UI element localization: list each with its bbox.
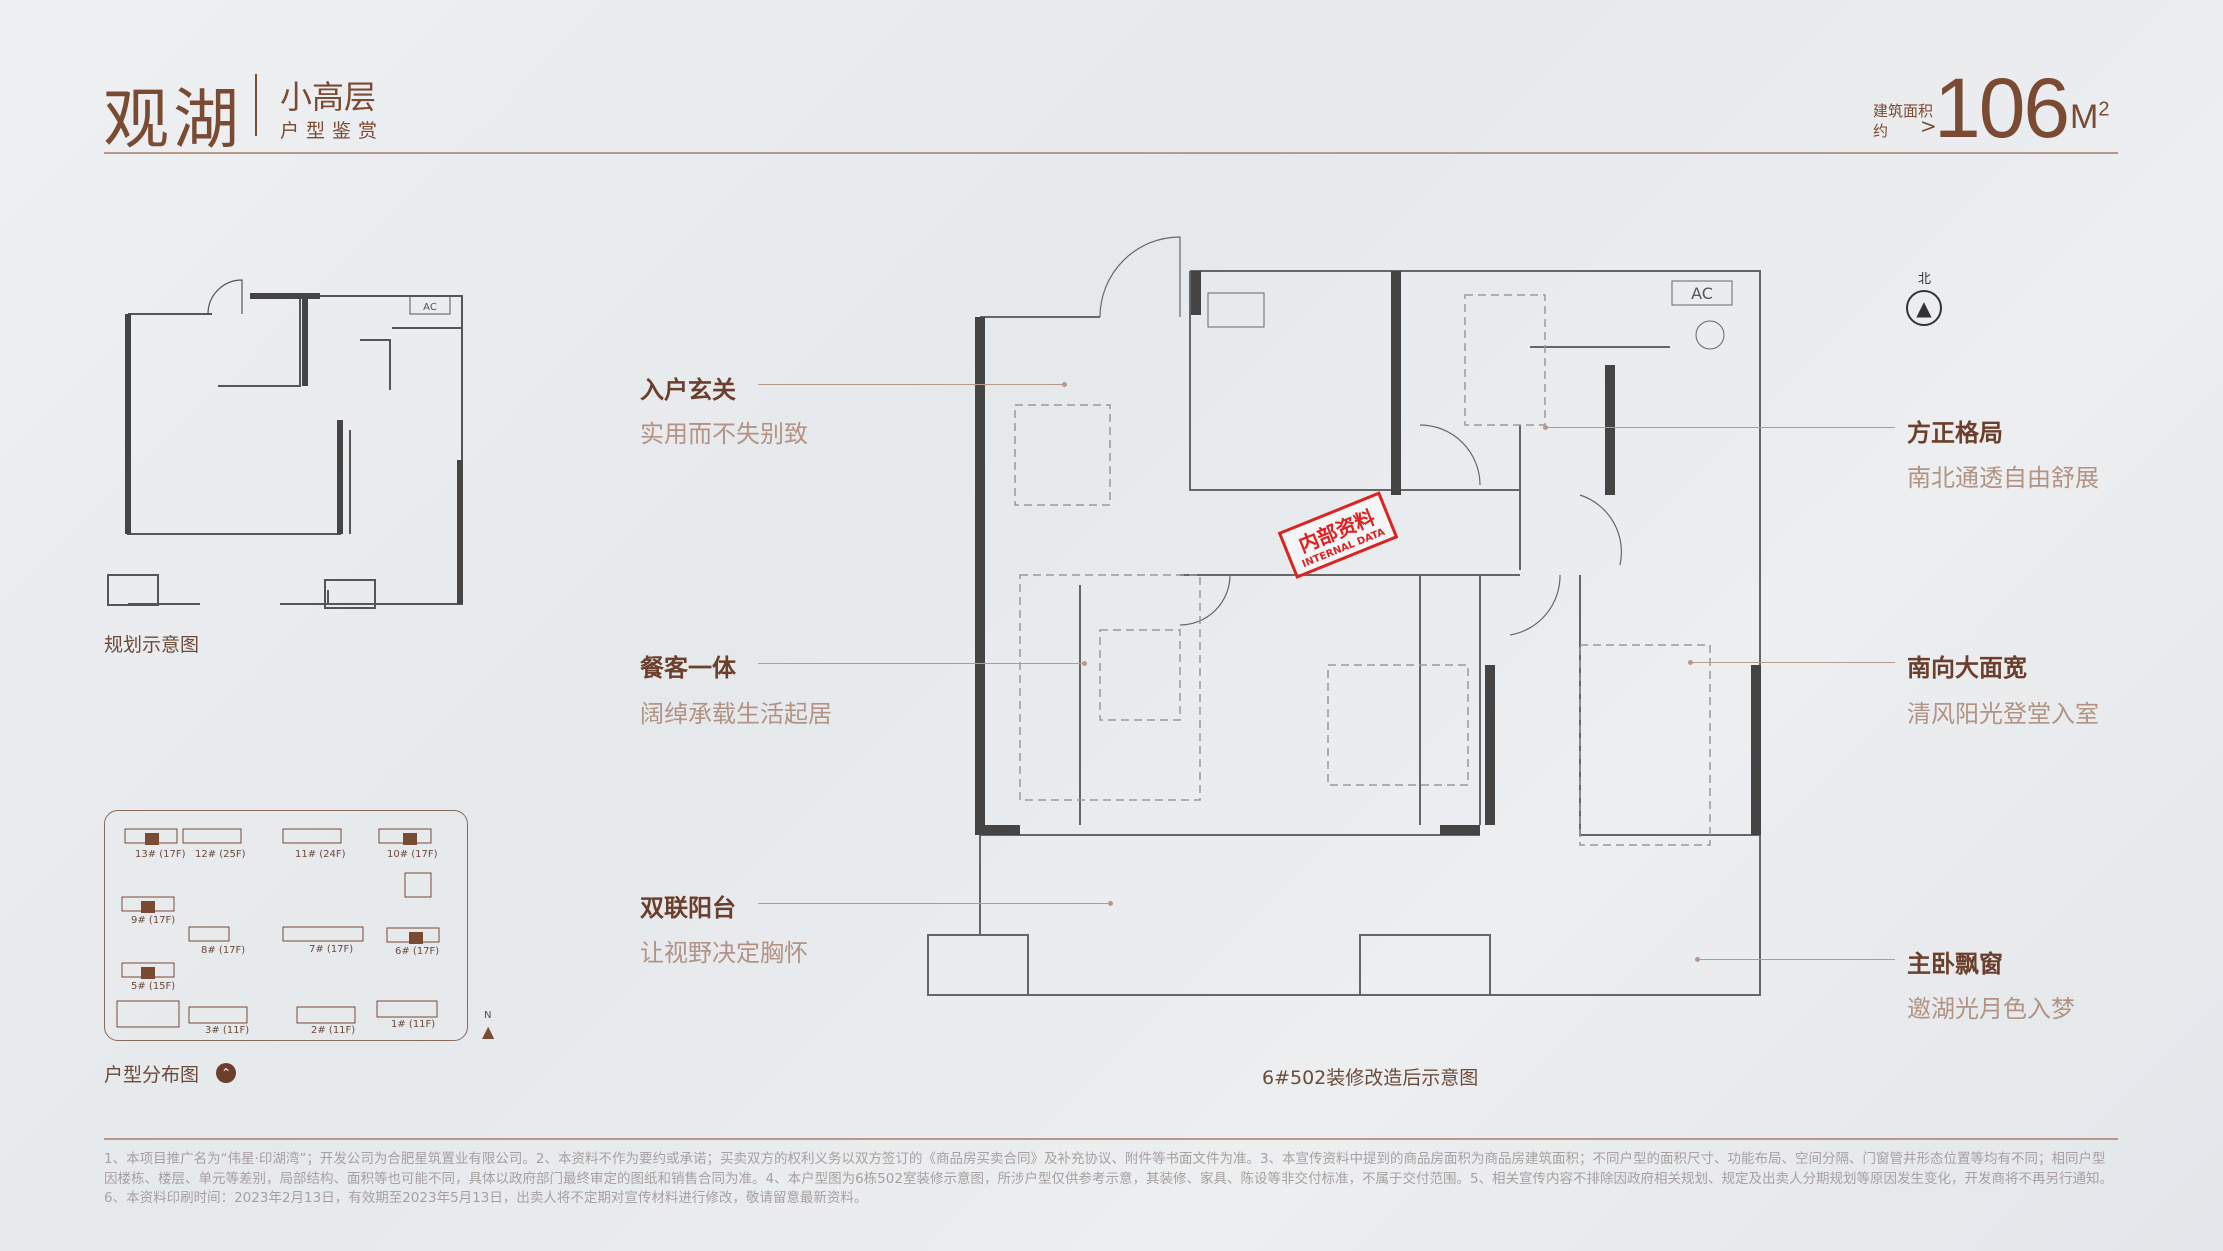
- area-unit: M2: [2070, 98, 2109, 137]
- area-arrow: >: [1920, 114, 1937, 138]
- leader-dot: [1062, 382, 1067, 387]
- distribution-map: 13# (17F) 12# (25F) 11# (24F) 10# (17F) …: [104, 810, 468, 1041]
- feature-desc-living: 阔绰承载生活起居: [640, 700, 832, 728]
- feature-desc-layout: 南北通透自由舒展: [1907, 464, 2099, 492]
- feature-desc-bay-window: 邀湖光月色入梦: [1907, 995, 2075, 1023]
- page-subtitle: 小高层: [280, 78, 377, 116]
- leader-line: [758, 663, 1084, 664]
- area-approx-label: 约: [1873, 122, 1889, 140]
- leader-line: [1545, 427, 1895, 428]
- site-plan-drawing: AC: [107, 279, 463, 609]
- feature-desc-frontage: 清风阳光登堂入室: [1907, 700, 2099, 728]
- distribution-north-label: N: [484, 1010, 492, 1021]
- site-plan-caption: 规划示意图: [104, 634, 200, 656]
- distribution-caption: 户型分布图: [104, 1064, 200, 1086]
- building-label: 2# (11F): [311, 1025, 356, 1036]
- footer-rule: [104, 1138, 2118, 1140]
- feature-title-frontage: 南向大面宽: [1907, 654, 2027, 682]
- floor-plan-drawing: AC: [927, 236, 1761, 996]
- header-rule: [104, 152, 2118, 154]
- building-outlines: [116, 828, 440, 1028]
- building-label: 5# (15F): [131, 981, 176, 992]
- page-subtitle-small: 户型鉴赏: [280, 120, 385, 142]
- building-label: 11# (24F): [295, 849, 346, 860]
- building-label: 13# (17F): [135, 849, 186, 860]
- feature-title-living: 餐客一体: [640, 654, 736, 682]
- feature-title-entrance: 入户玄关: [640, 376, 736, 404]
- building-label: 6# (17F): [395, 946, 440, 957]
- footer-disclaimer: 1、本项目推广名为“伟星·印湖湾”；开发公司为合肥星筑置业有限公司。2、本资料不…: [104, 1151, 2114, 1206]
- building-label: 10# (17F): [387, 849, 438, 860]
- leader-line: [1690, 662, 1895, 663]
- area-value: 106: [1934, 61, 2070, 155]
- feature-title-bay-window: 主卧飘窗: [1907, 950, 2003, 978]
- leader-dot: [1695, 957, 1700, 962]
- building-label: 12# (25F): [195, 849, 246, 860]
- building-label: 1# (11F): [391, 1019, 436, 1030]
- feature-desc-entrance: 实用而不失别致: [640, 420, 808, 448]
- building-label: 9# (17F): [131, 915, 176, 926]
- leader-line: [758, 384, 1064, 385]
- site-plan-ac-label: AC: [423, 302, 437, 313]
- feature-title-balcony: 双联阳台: [640, 894, 736, 922]
- building-label: 7# (17F): [309, 944, 354, 955]
- building-label: 8# (17F): [201, 945, 246, 956]
- north-label: 北: [1918, 272, 1932, 287]
- floor-plan-caption: 6#502装修改造后示意图: [1262, 1067, 1479, 1089]
- area-unit-sup: 2: [2098, 98, 2110, 121]
- north-arrow-icon: ▲: [1906, 290, 1942, 326]
- area-unit-text: M: [2070, 98, 2099, 136]
- feature-desc-balcony: 让视野决定胸怀: [640, 939, 808, 967]
- leader-dot: [1688, 660, 1693, 665]
- page-title: 观湖: [103, 81, 243, 158]
- distribution-north-arrow-icon: ▲: [482, 1022, 495, 1041]
- leader-dot: [1543, 425, 1548, 430]
- title-divider: [255, 74, 257, 136]
- floor-plan-ac-label: AC: [1691, 284, 1713, 303]
- feature-title-layout: 方正格局: [1907, 419, 2003, 447]
- leader-line: [1697, 959, 1895, 960]
- building-label: 3# (11F): [205, 1025, 250, 1036]
- chevron-up-circle-icon[interactable]: ⌃: [216, 1063, 236, 1083]
- leader-line: [758, 903, 1110, 904]
- leader-dot: [1108, 901, 1113, 906]
- area-label: 建筑面积: [1873, 102, 1934, 120]
- leader-dot: [1082, 661, 1087, 666]
